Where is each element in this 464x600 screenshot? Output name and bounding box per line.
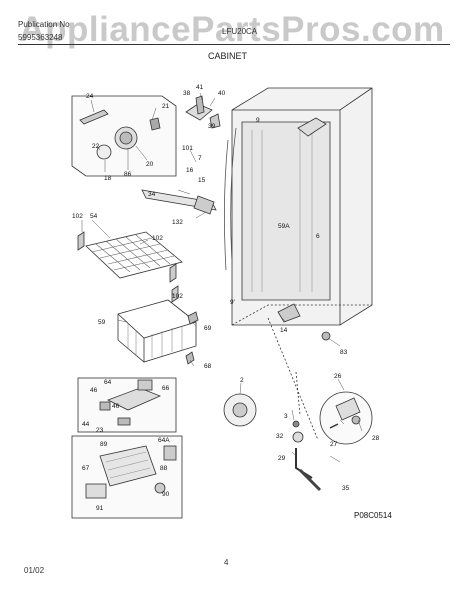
top-hinge xyxy=(297,117,327,137)
callout-66: 66 xyxy=(162,385,170,392)
callout-9b: 9' xyxy=(230,299,235,306)
publication-label: Publication No xyxy=(18,20,70,29)
callout-16: 16 xyxy=(186,167,194,174)
callout-23: 23 xyxy=(96,427,104,434)
callout-102b: 102 xyxy=(152,235,163,242)
model-number: LFU20CA xyxy=(222,27,258,36)
callout-35: 35 xyxy=(342,485,350,492)
door-seal-left xyxy=(224,139,229,271)
light-bulb xyxy=(96,144,112,160)
callout-24: 24 xyxy=(86,93,94,100)
callout-46b: 46 xyxy=(112,403,120,410)
callout-91: 91 xyxy=(96,505,104,512)
page-number: 4 xyxy=(224,558,229,567)
wire-basket xyxy=(117,299,197,363)
callout-32: 32 xyxy=(276,433,284,440)
callout-14: 14 xyxy=(280,327,288,334)
callout-9a: 9 xyxy=(256,117,260,124)
diagram-code: P08C0514 xyxy=(354,511,392,520)
cabinet-interior xyxy=(241,121,331,301)
callout-64a: 64A xyxy=(158,437,170,444)
wire-shelf xyxy=(85,231,183,279)
callout-64: 64 xyxy=(104,379,112,386)
callout-18: 18 xyxy=(104,175,112,182)
callout-101: 101 xyxy=(182,145,193,152)
callout-46a: 46 xyxy=(90,387,98,394)
callout-102a: 102 xyxy=(72,213,83,220)
footer-date: 01/02 xyxy=(24,566,45,575)
callout-59: 59 xyxy=(98,319,106,326)
callout-3: 3 xyxy=(284,413,288,420)
callout-83: 83 xyxy=(340,349,348,356)
callout-21: 21 xyxy=(162,103,170,110)
publication-number: 5995363248 xyxy=(18,33,63,42)
callout-44: 44 xyxy=(82,421,90,428)
callout-54: 54 xyxy=(90,213,98,220)
watermark: AppliancePartsPros.com xyxy=(19,10,445,49)
callout-68: 68 xyxy=(204,363,212,370)
callout-86: 86 xyxy=(124,171,132,178)
callout-28: 28 xyxy=(372,435,380,442)
thermostat-panel xyxy=(99,445,157,487)
callout-39: 39 xyxy=(208,123,216,130)
callout-27: 27 xyxy=(330,441,338,448)
callout-29: 29 xyxy=(278,455,286,462)
callout-67: 67 xyxy=(82,465,90,472)
callout-34: 34 xyxy=(148,191,156,198)
callout-7: 7 xyxy=(198,155,202,162)
light-bar xyxy=(79,109,109,125)
header-rule xyxy=(18,44,450,45)
callout-6: 6 xyxy=(316,233,320,240)
callout-22: 22 xyxy=(92,143,100,150)
callout-38: 38 xyxy=(183,90,191,97)
callout-88: 88 xyxy=(160,465,168,472)
callout-2: 2 xyxy=(240,377,244,384)
callout-59a: 59A xyxy=(278,223,290,230)
cabinet-base-hidden xyxy=(231,304,372,326)
section-title: CABINET xyxy=(208,51,248,61)
callout-41: 41 xyxy=(196,84,204,91)
callout-15: 15 xyxy=(198,177,206,184)
callout-20: 20 xyxy=(146,161,154,168)
callout-40: 40 xyxy=(218,90,226,97)
callout-90: 90 xyxy=(162,491,170,498)
callout-89: 89 xyxy=(100,441,108,448)
callout-69: 69 xyxy=(204,325,212,332)
callout-26: 26 xyxy=(334,373,342,380)
callout-102c: 102 xyxy=(172,293,183,300)
callout-132: 132 xyxy=(172,219,183,226)
